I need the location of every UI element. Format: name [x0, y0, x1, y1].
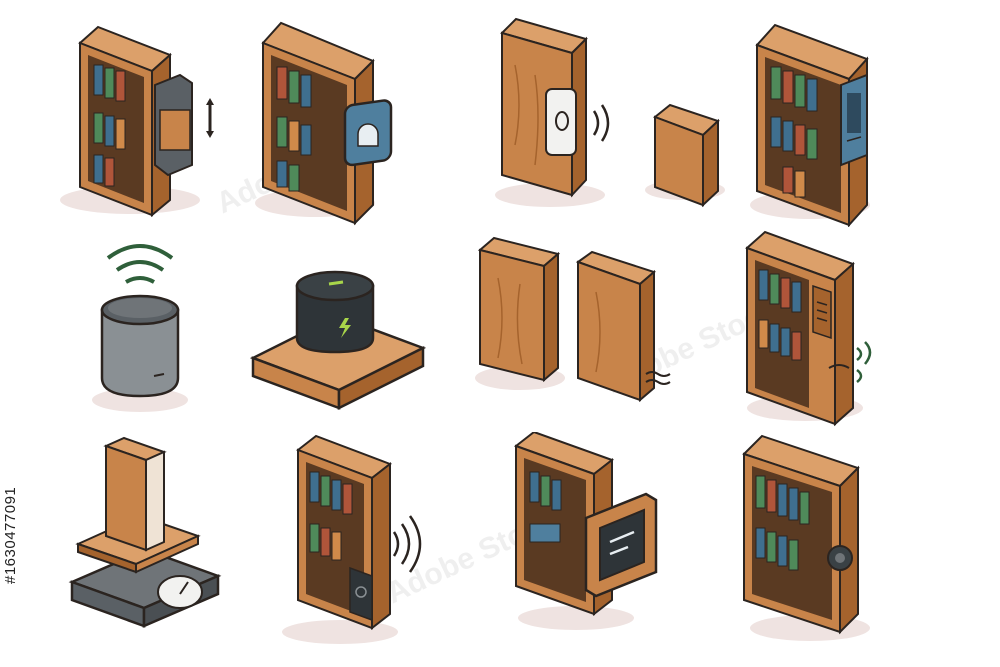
wood-panels-pair-icon	[470, 228, 720, 450]
book-on-weighing-scale-icon	[60, 432, 310, 654]
wood-cabinet-with-contact-sensor-icon	[490, 5, 740, 227]
bookshelf-with-lift-drawer-icon	[20, 5, 270, 227]
smart-speaker-icon	[20, 228, 270, 450]
bookshelf-with-wireless-lock-icon	[270, 432, 520, 654]
cabinet-with-display-screen-icon	[510, 432, 760, 654]
bookshelf-with-tablet-panel-icon	[745, 5, 995, 227]
bookshelf-with-knob-icon	[740, 432, 990, 654]
wireless-charging-pad-icon	[245, 228, 495, 450]
stock-id-label: #1630477091	[2, 486, 19, 584]
bookshelf-with-smart-lock-icon	[245, 5, 495, 227]
bookshelf-with-vent-sensor-icon	[745, 228, 995, 450]
